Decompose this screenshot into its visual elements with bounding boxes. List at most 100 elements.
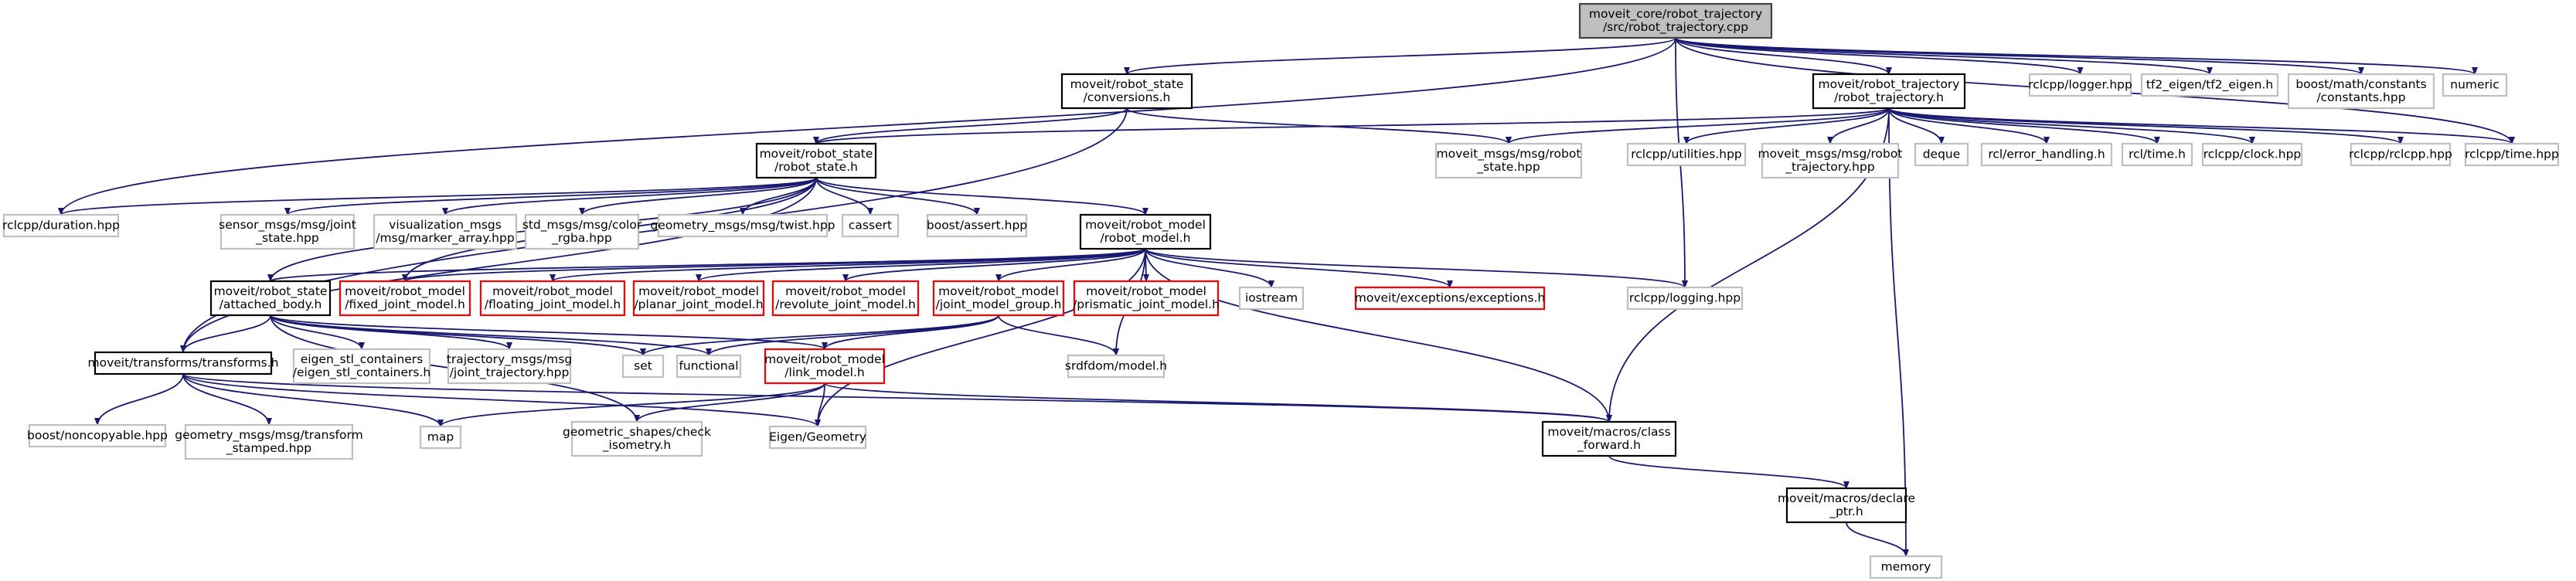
node-label: boost/math/constants	[2295, 77, 2426, 91]
node-label: geometry_msgs/msg/transform	[175, 428, 362, 443]
node-joint-group[interactable]: moveit/robot_model/joint_model_group.h	[932, 280, 1065, 317]
node-label: _stamped.hpp	[226, 441, 311, 456]
node-msg-robot-state: moveit_msgs/msg/robot_state.hpp	[1434, 142, 1583, 179]
node-label: srdfdom/model.h	[1065, 359, 1167, 373]
node-floating-joint[interactable]: moveit/robot_model/floating_joint_model.…	[479, 280, 626, 317]
node-label: functional	[679, 359, 738, 373]
node-box	[1626, 142, 1747, 167]
node-eigen-stl: eigen_stl_containers/eigen_stl_container…	[293, 348, 431, 385]
edge-robot_model_h-to-joint_group	[995, 248, 1146, 282]
node-box	[1761, 142, 1900, 179]
node-box	[1434, 142, 1583, 179]
node-robot-state-h[interactable]: moveit/robot_state/robot_state.h	[755, 142, 877, 179]
node-box	[1812, 73, 1966, 110]
node-box	[2121, 142, 2193, 167]
node-label: rclcpp/rclcpp.hpp	[2349, 148, 2452, 161]
node-label: /robot_trajectory.h	[1834, 90, 1944, 105]
node-label: moveit/robot_model	[785, 284, 906, 299]
node-label: /src/robot_trajectory.cpp	[1603, 20, 1748, 35]
node-exceptions[interactable]: moveit/exceptions/exceptions.h	[1355, 286, 1546, 311]
edge-attached_body-to-functional	[270, 314, 712, 356]
node-prismatic-joint[interactable]: moveit/robot_model/prismatic_joint_model…	[1073, 280, 1220, 317]
node-utilities: rclcpp/utilities.hpp	[1626, 142, 1747, 167]
edge-joint_group-to-link_model	[822, 314, 999, 350]
node-box	[339, 280, 471, 317]
node-label: moveit/robot_state	[1070, 77, 1184, 92]
edge-transforms-to-eigen_geometry	[182, 373, 821, 427]
node-label: rcl/time.h	[2129, 148, 2186, 161]
node-box	[1060, 73, 1193, 110]
edge-root-to-duration	[58, 37, 1676, 216]
node-label: Eigen/Geometry	[769, 430, 866, 444]
node-label: moveit/macros/declare	[1778, 491, 1915, 505]
node-attached-body[interactable]: moveit/robot_state/attached_body.h	[209, 280, 332, 317]
node-label: moveit/macros/class	[1547, 425, 1670, 439]
node-traj-msgs: trajectory_msgs/msg/joint_trajectory.hpp	[447, 348, 572, 385]
edge-root-to-robot_trajectory_h	[1675, 37, 1892, 75]
node-label: rclcpp/duration.hpp	[2, 219, 120, 233]
node-clock: rclcpp/clock.hpp	[2201, 142, 2303, 167]
node-label: memory	[1881, 560, 1931, 574]
node-box	[2464, 142, 2560, 167]
node-box	[479, 280, 626, 317]
node-root[interactable]: moveit_core/robot_trajectory/src/robot_t…	[1578, 2, 1773, 39]
node-robot-trajectory-h[interactable]: moveit/robot_trajectory/robot_trajectory…	[1812, 73, 1966, 110]
edge-transforms-to-noncopyable	[94, 373, 184, 426]
node-noncopyable: boost/noncopyable.hpp	[27, 423, 168, 448]
node-conversions[interactable]: moveit/robot_state/conversions.h	[1060, 73, 1193, 110]
node-boost-constants: boost/math/constants/constants.hpp	[2287, 73, 2435, 110]
edge-robot_trajectory_h-to-msg_robot_state	[1506, 107, 1890, 144]
node-box	[755, 142, 877, 179]
node-label: /conversions.h	[1084, 90, 1171, 104]
node-label: /prismatic_joint_model.h	[1073, 297, 1220, 312]
edge-root-to-tf2_eigen	[1675, 37, 2213, 75]
edge-robot_trajectory_h-to-robot_state_h	[813, 107, 1890, 144]
node-revolute-joint[interactable]: moveit/robot_model/revolute_joint_model.…	[771, 280, 920, 317]
node-box	[1785, 487, 1907, 524]
edge-robot_state_h-to-joint_state	[284, 177, 817, 216]
node-planar-joint[interactable]: moveit/robot_model/planar_joint_model.h	[632, 280, 765, 317]
node-box	[570, 420, 703, 457]
node-label: rclcpp/logging.hpp	[1629, 291, 1741, 305]
node-label: /fixed_joint_model.h	[345, 297, 465, 312]
node-label: moveit_msgs/msg/robot	[1437, 147, 1581, 161]
node-label: _rgba.hpp	[551, 231, 611, 246]
node-label: _ptr.h	[1829, 505, 1863, 519]
node-box	[1073, 280, 1220, 317]
node-box	[926, 213, 1028, 238]
node-label: moveit_core/robot_trajectory	[1589, 7, 1762, 22]
edge-robot_state_h-to-transforms	[180, 177, 817, 353]
node-deque: deque	[1914, 142, 1969, 167]
node-rcl-time: rcl/time.h	[2121, 142, 2193, 167]
node-robot-model-h[interactable]: moveit/robot_model/robot_model.h	[1079, 213, 1212, 250]
node-color-rgba: std_msgs/msg/color_rgba.hpp	[522, 213, 642, 250]
node-box	[28, 423, 167, 448]
node-fixed-joint[interactable]: moveit/robot_model/fixed_joint_model.h	[339, 280, 471, 317]
node-class-forward[interactable]: moveit/macros/class_forward.h	[1541, 420, 1677, 457]
node-label: /planar_joint_model.h	[634, 297, 763, 312]
edge-attached_body-to-eigen_stl	[270, 314, 365, 350]
edge-robot_model_h-to-fixed_joint	[402, 248, 1146, 282]
node-label: /msg/marker_array.hpp	[376, 231, 514, 246]
node-label: /constants.hpp	[2316, 90, 2405, 104]
node-joint-state: sensor_msgs/msg/joint_state.hpp	[219, 213, 356, 250]
edge-robot_model_h-to-class_forward	[1145, 248, 1612, 423]
node-label: rcl/error_handling.h	[1988, 148, 2105, 162]
node-label: /robot_state.h	[774, 160, 858, 175]
node-eigen-geometry: Eigen/Geometry	[768, 425, 867, 450]
node-label: /eigen_stl_containers.h	[293, 365, 431, 380]
node-declare-ptr[interactable]: moveit/macros/declare_ptr.h	[1778, 487, 1915, 524]
node-link-model[interactable]: moveit/robot_model/link_model.h	[764, 348, 886, 385]
node-transforms[interactable]: moveit/transforms/transforms.h	[88, 351, 279, 375]
node-label: moveit_msgs/msg/robot	[1758, 147, 1903, 161]
node-box	[2350, 142, 2452, 167]
node-label: _trajectory.hpp	[1785, 160, 1874, 175]
node-box	[373, 213, 518, 250]
edge-robot_trajectory_h-to-memory	[1888, 107, 1909, 557]
node-rcl-error: rcl/error_handling.h	[1980, 142, 2113, 167]
node-box	[657, 213, 829, 238]
node-check-isometry: geometric_shapes/check_isometry.h	[563, 420, 711, 457]
edge-robot_trajectory_h-to-rclcpp_hpp	[1888, 107, 2404, 144]
node-box	[419, 425, 462, 450]
